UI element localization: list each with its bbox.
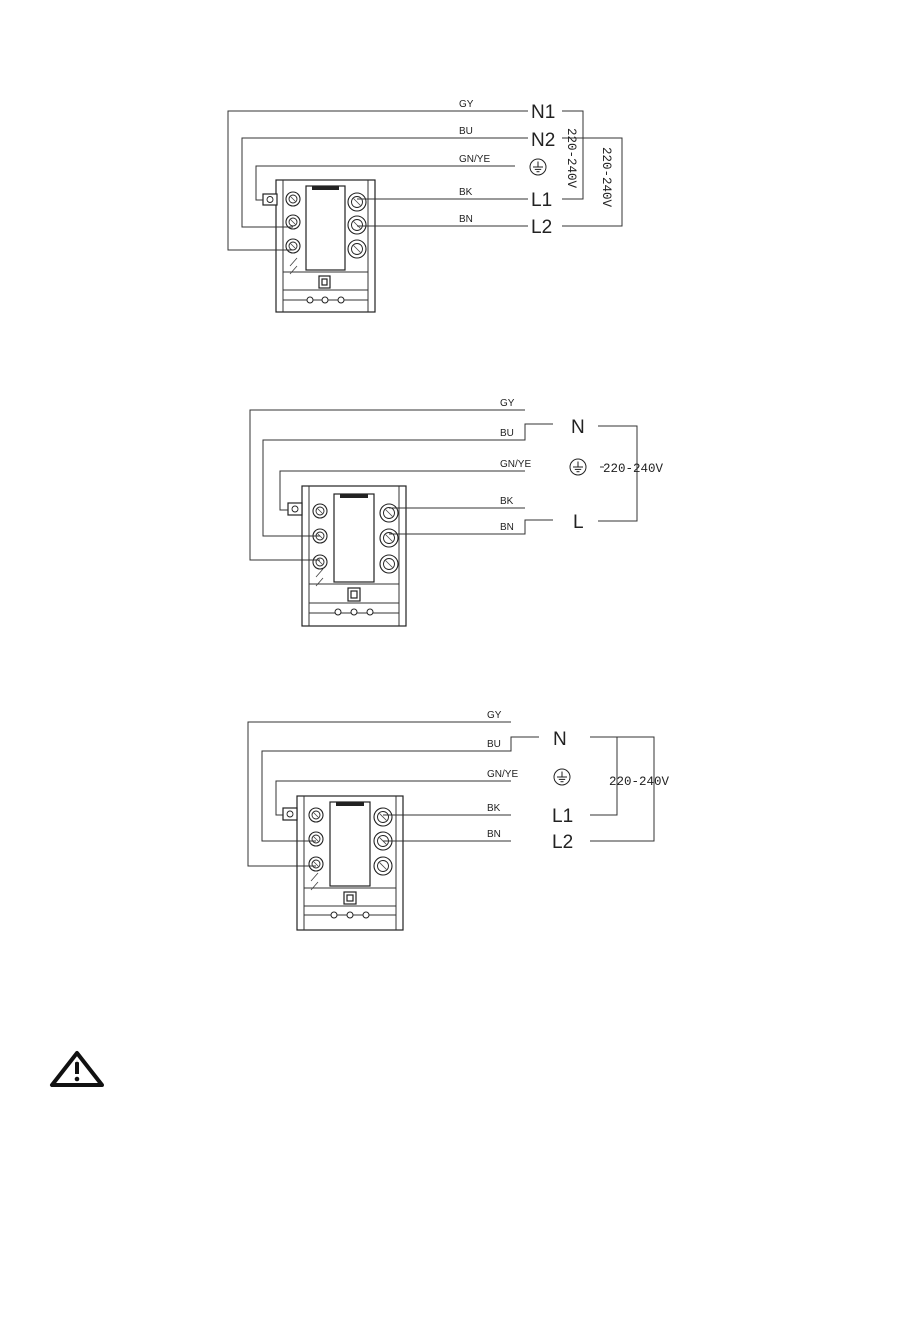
terminal-label: N xyxy=(553,729,567,750)
terminal-label: N xyxy=(571,417,585,438)
wire-label: GN/YE xyxy=(459,154,490,165)
wire-label: BN xyxy=(487,829,501,840)
terminal-label: L2 xyxy=(552,832,573,853)
wire-label: BN xyxy=(500,522,514,533)
voltage-label: 220-240V xyxy=(599,147,613,208)
terminal-label: L1 xyxy=(552,806,573,827)
wire-label: GY xyxy=(500,398,515,409)
wire-label: BU xyxy=(500,428,514,439)
wire-label: BN xyxy=(459,214,473,225)
voltage-label: 220-240V xyxy=(603,462,664,476)
ground-symbol-icon xyxy=(530,159,546,175)
terminal-label: L2 xyxy=(531,217,552,238)
voltage-label: 220-240V xyxy=(609,775,670,789)
wire-label: GN/YE xyxy=(500,459,531,470)
ground-symbol-icon xyxy=(570,459,586,475)
wire-label: GY xyxy=(459,99,474,110)
diagram-two-phase: GY BU GN/YE BK BN N1 N2 L1 L2 220-240V 2… xyxy=(228,99,622,312)
wire-label: BK xyxy=(487,803,501,814)
wire-label: GN/YE xyxy=(487,769,518,780)
terminal-label: L xyxy=(573,512,584,533)
terminal-label: L1 xyxy=(531,190,552,211)
diagram-single-phase: GY BU GN/YE BK BN N L 220-240V xyxy=(250,398,664,626)
wire-label: BU xyxy=(487,739,501,750)
terminal-block-3 xyxy=(283,796,403,930)
ground-symbol-icon xyxy=(554,769,570,785)
warning-triangle-icon xyxy=(52,1053,102,1085)
wire-label: BK xyxy=(500,496,514,507)
voltage-label: 220-240V xyxy=(564,128,578,189)
wire-label: BU xyxy=(459,126,473,137)
terminal-block-2 xyxy=(288,486,406,626)
diagram-two-phase-common-neutral: GY BU GN/YE BK BN N L1 L2 220-240V xyxy=(248,710,670,930)
terminal-label: N1 xyxy=(531,102,555,123)
wire-label: GY xyxy=(487,710,502,721)
terminal-label: N2 xyxy=(531,130,555,151)
wire-label: BK xyxy=(459,187,473,198)
terminal-block-1 xyxy=(263,180,375,312)
